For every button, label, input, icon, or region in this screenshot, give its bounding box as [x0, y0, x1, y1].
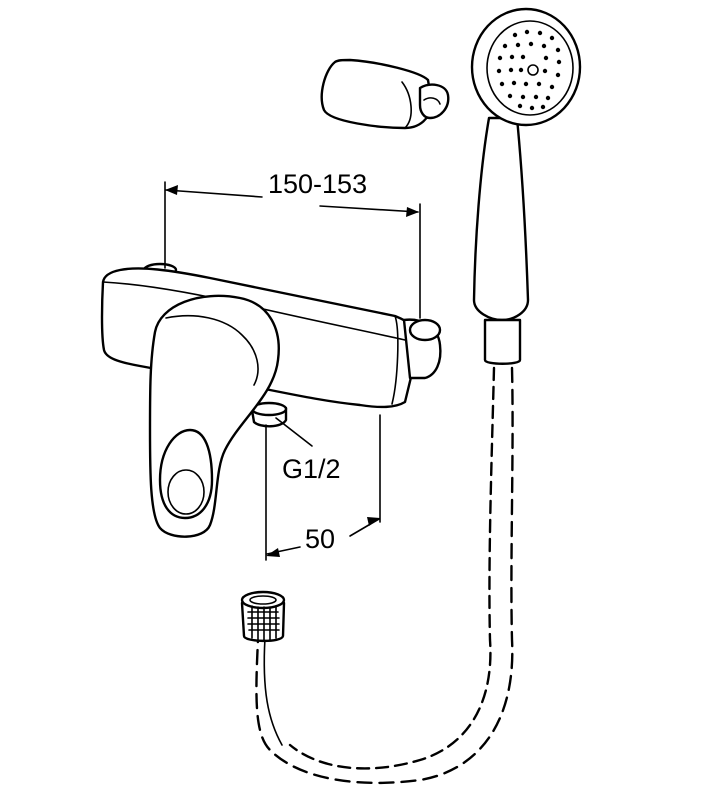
- dimension-offset-label: 50: [305, 524, 335, 554]
- mixer-body: [100, 262, 442, 538]
- wall-holder: [320, 58, 450, 130]
- dimension-thread-label: G1/2: [282, 454, 341, 484]
- hand-shower: [470, 7, 582, 365]
- spray-nozzles: [496, 29, 562, 111]
- dimension-thread: G1/2: [275, 417, 341, 484]
- hose-nut: [240, 590, 286, 643]
- shower-hose: [240, 366, 514, 785]
- dimension-width-label: 150-153: [268, 169, 367, 199]
- dimension-width: 150-153: [164, 169, 421, 319]
- dimension-offset: 50: [265, 414, 381, 561]
